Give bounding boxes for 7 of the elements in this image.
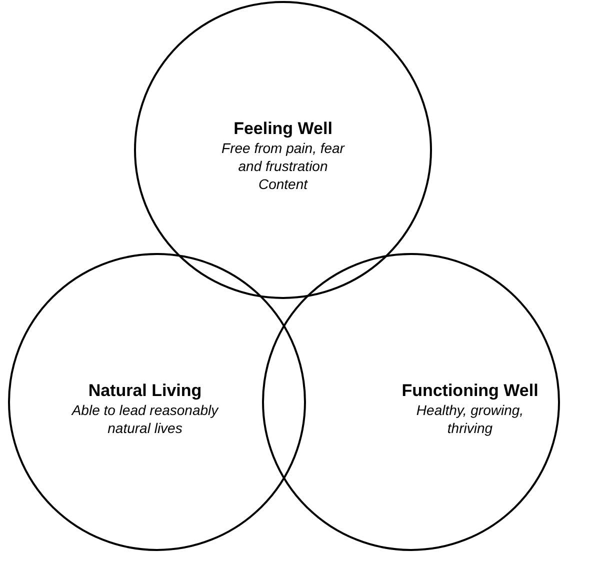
circle-heading: Natural Living bbox=[88, 380, 202, 401]
circle-description: Content bbox=[258, 175, 308, 193]
circle-heading: Feeling Well bbox=[234, 118, 332, 139]
circle-description: Free from pain, fear and frustration bbox=[220, 139, 346, 175]
circle-heading: Functioning Well bbox=[402, 380, 538, 401]
circle-description: Healthy, growing, thriving bbox=[415, 401, 525, 437]
circle-description: Able to lead reasonably natural lives bbox=[70, 401, 220, 437]
